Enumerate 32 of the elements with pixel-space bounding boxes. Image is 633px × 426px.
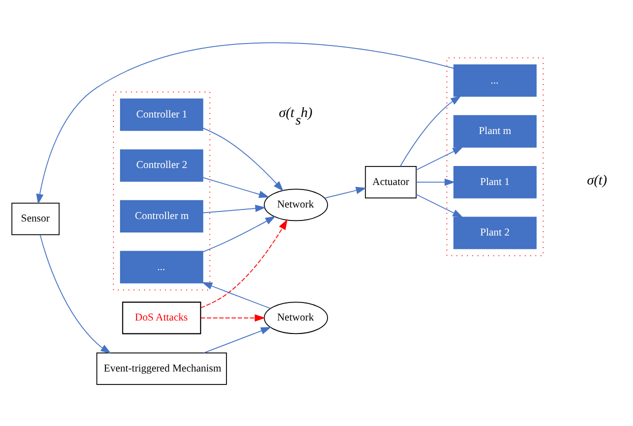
arrow <box>202 216 276 252</box>
node-box: Plant 1 <box>453 165 537 198</box>
arrow <box>416 146 464 170</box>
node-box: ... <box>453 64 537 96</box>
arrow <box>202 127 284 191</box>
arrow <box>200 218 288 308</box>
cluster <box>446 56 544 256</box>
node-box: Sensor <box>11 202 60 235</box>
node-box: Controller m <box>120 200 204 232</box>
arrow <box>202 176 270 198</box>
arrow <box>416 178 456 186</box>
arrow <box>36 42 454 204</box>
node-box: DoS Attacks <box>122 301 202 334</box>
arrow <box>400 95 462 166</box>
node-ellipse: Network <box>264 188 328 221</box>
cluster <box>113 91 210 290</box>
arrow <box>416 193 464 218</box>
node-ellipse: Network <box>264 301 328 334</box>
node-box: Plant 2 <box>453 216 537 249</box>
node-box: ... <box>120 250 204 283</box>
node-box: Controller 1 <box>120 98 204 130</box>
arrow <box>203 326 272 353</box>
arrow <box>324 186 366 198</box>
label: σ(t) <box>586 173 608 188</box>
node-box: Actuator <box>364 165 417 198</box>
node-box: Plant m <box>453 114 537 148</box>
node-box: Controller 2 <box>120 148 204 182</box>
node-box: Event-triggered Mechanism <box>96 352 227 384</box>
arrow <box>202 282 271 308</box>
arrow <box>202 204 266 213</box>
arrow <box>40 234 112 354</box>
arrow <box>200 314 266 322</box>
